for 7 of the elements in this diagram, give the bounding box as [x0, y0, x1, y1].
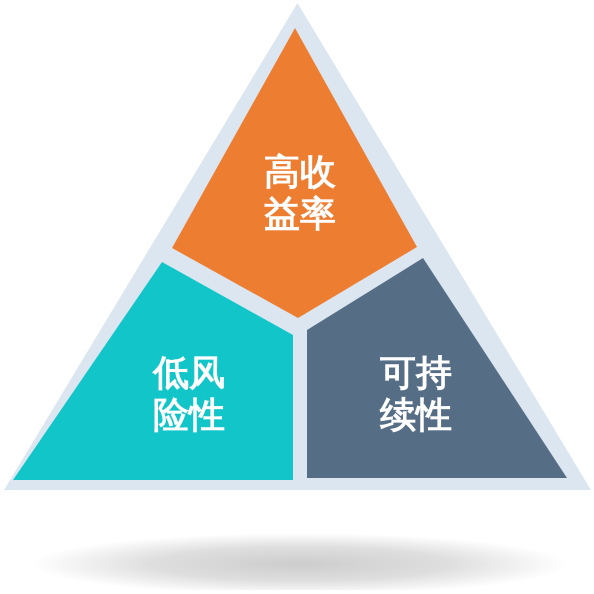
triangle-segment: [13, 262, 293, 480]
segment-label: 可持续性: [378, 353, 453, 437]
segment-label: 低风险性: [151, 353, 226, 437]
triangle-segment: [307, 258, 567, 478]
triangle-frame: [4, 3, 591, 490]
triangle-segment: [172, 28, 417, 318]
segment-label: 高收益率: [263, 152, 337, 236]
